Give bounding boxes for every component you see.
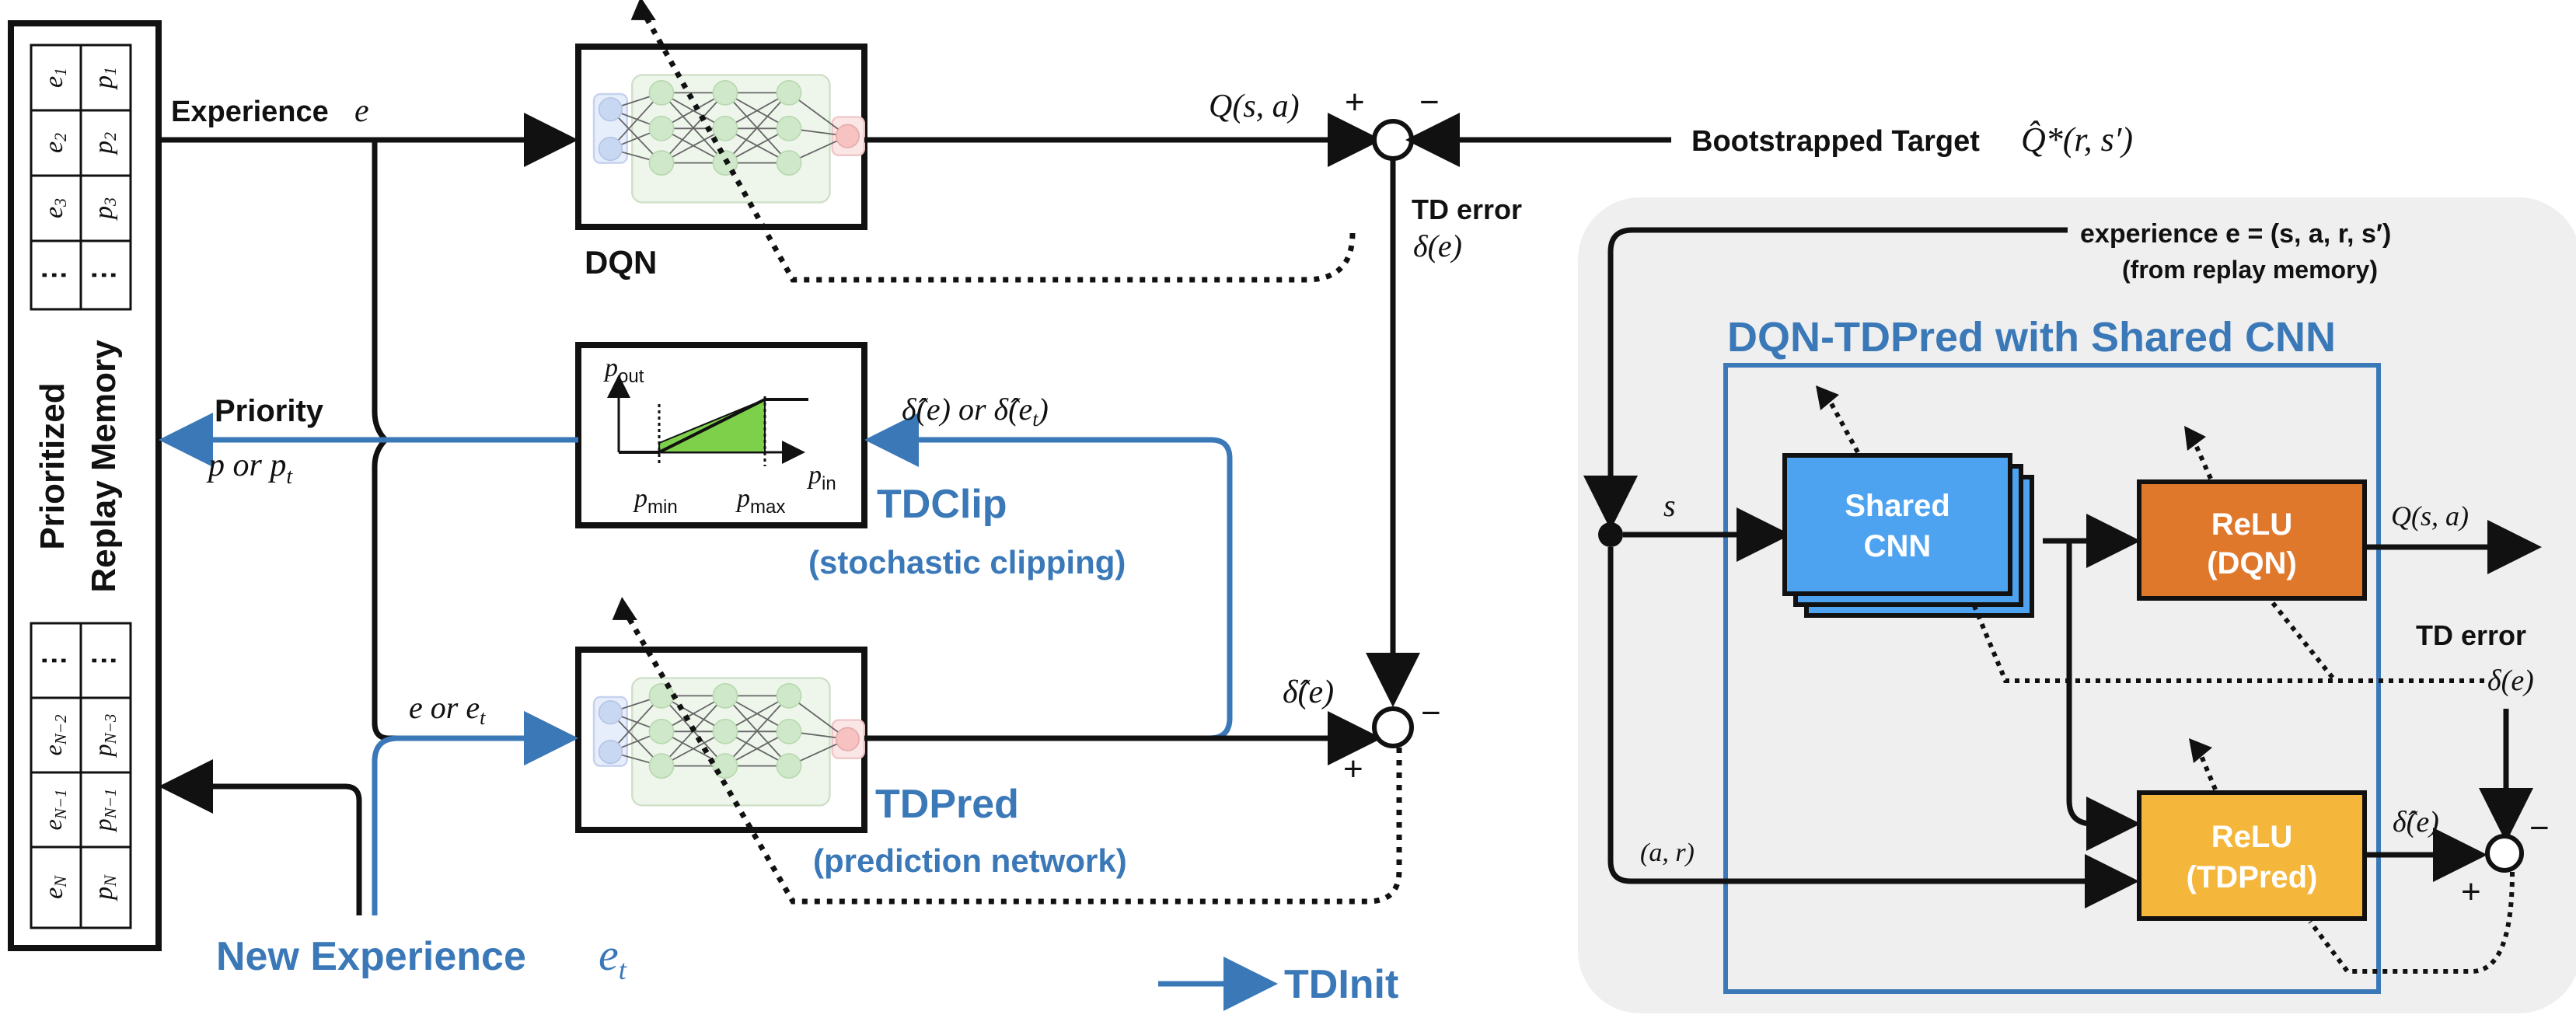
panel-title: DQN-TDPred with Shared CNN [1727,314,2336,361]
mem-dots-top-e: ⋮ [37,261,68,289]
panel-experience-line1: experience e = (s, a, r, s′) [2080,219,2391,249]
dqn-label: DQN [585,244,657,281]
priority-label: Priority [215,394,324,428]
tdclip-label: TDClip [877,482,1007,527]
panel-td-error-var: δ(e) [2487,664,2534,697]
td-error-label: TD error [1412,193,1522,225]
tdpred-network [575,647,867,833]
new-experience-var: et [599,929,627,985]
relu-tdpred-line2: (TDPred) [2187,860,2318,894]
relu-dqn-block [2137,479,2367,601]
clip-p-out: pout [603,354,644,387]
sum-node-bottom [1372,706,1414,748]
minus-bottom: − [1421,694,1441,732]
mem-pN1: pN−1 [89,789,119,833]
mem-eN: eN [40,875,70,899]
dqn-gradient-arrowhead [630,0,656,20]
tdclip-box: pout pin pmin pmax [575,342,867,528]
new-experience-label: New Experience [216,934,526,979]
tdclip-sub-label: (stochastic clipping) [808,544,1126,580]
q-sa-label: Q(s, a) [1209,89,1300,124]
mem-eN1: eN−1 [39,790,69,831]
delta-hat-or-label: δ̂(e) or δ̂(et) [902,392,1049,431]
shared-cnn-line1: Shared [1845,489,1950,523]
panel-td-error: TD error [2416,619,2526,651]
mem-e3: e3 [40,198,70,218]
clip-p-max: pmax [735,484,785,518]
store-new-experience [159,759,362,915]
tdpred-label: TDPred [875,782,1019,827]
panel-sum-node [2485,834,2524,873]
relu-tdpred-block [2137,790,2367,921]
mem-e1: e1 [40,68,70,88]
mem-pN: pN [89,874,120,901]
panel-ar-label: (a, r) [1640,838,1695,867]
replay-memory: e1 p1 e2 p2 e3 p3 ⋮ ⋮ ⋮ ⋮ eN−2 pN−3 eN−1… [8,20,162,951]
panel-plus: + [2461,873,2481,911]
minus-top: − [1419,83,1440,121]
mem-p3: p3 [89,197,120,221]
delta-hat-label: δ̂(e) [1283,675,1334,710]
panel-experience-line2: (from replay memory) [2122,256,2378,284]
mem-e2: e2 [40,133,70,153]
panel-s-label: s [1663,488,1676,523]
td-error-var: δ(e) [1413,228,1462,263]
mem-dots-bottom-p: ⋮ [87,647,118,675]
plus-top: + [1345,83,1365,121]
clip-p-min: pmin [633,484,678,518]
mem-eN2: eN−2 [39,714,69,755]
split-node [1598,522,1623,547]
relu-dqn-line2: (DQN) [2207,546,2297,580]
memory-title-line2: Replay Memory [85,340,123,593]
sum-node-top [1372,119,1414,161]
mem-dots-top-p: ⋮ [87,261,118,289]
plus-bottom: + [1343,750,1363,788]
mem-pN3: pN−3 [89,714,119,758]
relu-tdpred-line1: ReLU [2211,820,2292,854]
mem-p2: p2 [89,132,120,155]
dqn-gradient-arrow [642,14,1356,283]
mem-p1: p1 [89,67,120,90]
relu-dqn-line1: ReLU [2211,507,2292,542]
priority-var: p or pt [206,448,293,489]
shared-cnn-panel: experience e = (s, a, r, s′) (from repla… [1578,197,2576,1013]
experience-var: e [354,93,369,129]
clip-function [619,398,808,454]
panel-q-sa: Q(s, a) [2391,500,2469,532]
shared-cnn-block [1782,453,2012,596]
mem-dots-bottom-e: ⋮ [37,647,68,675]
experience-flow: Experience e [159,93,578,765]
target-math: Q̂*(r, s′) [2021,120,2133,159]
memory-title-line1: Prioritized [33,382,72,549]
shared-cnn-line2: CNN [1864,529,1932,563]
experience-label: Experience [171,96,329,128]
tdpred-sub-label: (prediction network) [813,842,1127,879]
panel-minus: − [2529,809,2550,847]
bootstrapped-target-label: Bootstrapped Target [1691,125,1980,158]
tdpred-gradient-arrowhead [612,597,637,620]
new-experience-to-tdpred [372,711,578,915]
clip-p-in: pin [807,461,836,494]
panel-delta-hat: δ̂(e) [2393,806,2439,838]
tdinit-label: TDInit [1284,962,1398,1007]
dqn-network: DQN [575,44,867,281]
tdpred-gradient-arrow [623,612,1402,905]
e-or-et-label: e or et [409,690,486,729]
